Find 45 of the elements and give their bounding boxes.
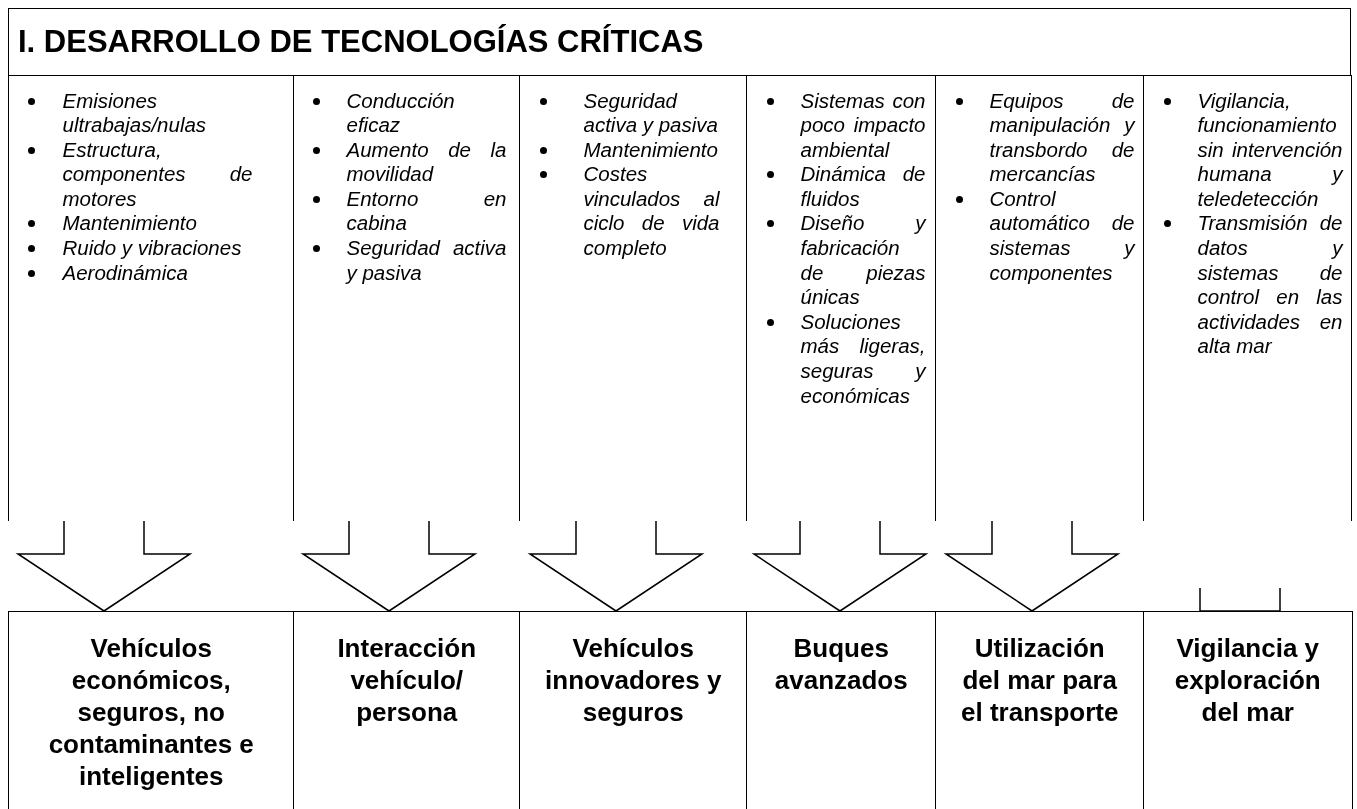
technology-column: [934, 74, 1144, 521]
outcome-text: Utilización del mar para el transporte: [960, 632, 1120, 728]
outcome-text: Interacción vehículo/ persona: [336, 632, 478, 728]
outcome-text: Buques avanzados: [773, 632, 909, 696]
outcome-text: Vehículos innovadores y seguros: [544, 632, 723, 728]
technology-column: [518, 74, 747, 521]
bullet-text: Soluciones más ligeras, seguras y económicas: [800, 309, 926, 409]
outcome-box: [935, 611, 1145, 809]
bullet-text: Equipos de manipulación y transbordo de mercancías: [989, 88, 1135, 187]
section-panel: [8, 8, 1351, 521]
outcome-box: [746, 611, 937, 809]
bullet-text: Vigilancia, funcionamiento sin intervención humana y teledetección: [1197, 88, 1343, 212]
block-arrow: [300, 520, 478, 612]
outcome-box: [293, 611, 521, 809]
outcome-box: [8, 611, 295, 809]
block-arrow: [15, 520, 193, 612]
bullet-text: Seguridad activa y pasiva: [583, 88, 719, 138]
bullet-text: Conducción eficaz: [346, 88, 456, 138]
technology-column: [745, 74, 936, 521]
bullet-text: Dinámica de fluidos: [800, 162, 926, 212]
bullet-text: Aerodinámica: [62, 260, 189, 286]
bullet-text: Diseño y fabricación de piezas únicas: [800, 211, 926, 310]
outcome-text: Vigilancia y exploración del mar: [1173, 632, 1322, 728]
block-arrow: [943, 520, 1121, 612]
technology-column: [292, 74, 520, 521]
bullet-text: Estructura, componentes de motores: [62, 137, 253, 212]
outcome-box: [1143, 611, 1353, 809]
technology-column: [7, 74, 294, 521]
bullet-text: Control automático de sistemas y componentes: [989, 186, 1135, 286]
bullet-text: Seguridad activa y pasiva: [346, 236, 507, 286]
bullet-text: Aumento de la movilidad: [346, 137, 507, 187]
bullet-text: Mantenimiento: [62, 211, 198, 237]
bullet-text: Emisiones ultrabajas/nulas: [62, 88, 208, 138]
bullet-text: Sistemas con poco impacto ambiental: [800, 88, 926, 163]
bullet-text: Ruido y vibraciones: [62, 236, 243, 261]
block-arrow: [527, 520, 705, 612]
outcome-text: Vehículos económicos, seguros, no contaminantes e inteligentes: [47, 632, 255, 792]
bullet-text: Entorno en cabina: [346, 186, 507, 237]
bullet-text: Transmisión de datos y sistemas de control en las actividades en alta mar: [1197, 211, 1343, 360]
section-title: I. DESARROLLO DE TECNOLOGÍAS CRÍTICAS: [18, 23, 704, 61]
bullet-text: Costes vinculados al ciclo de vida completo: [583, 162, 720, 261]
bullet-text: Mantenimiento: [583, 137, 719, 163]
outcome-box: [519, 611, 748, 809]
technology-column: [1142, 74, 1352, 521]
block-arrow: [751, 520, 929, 612]
